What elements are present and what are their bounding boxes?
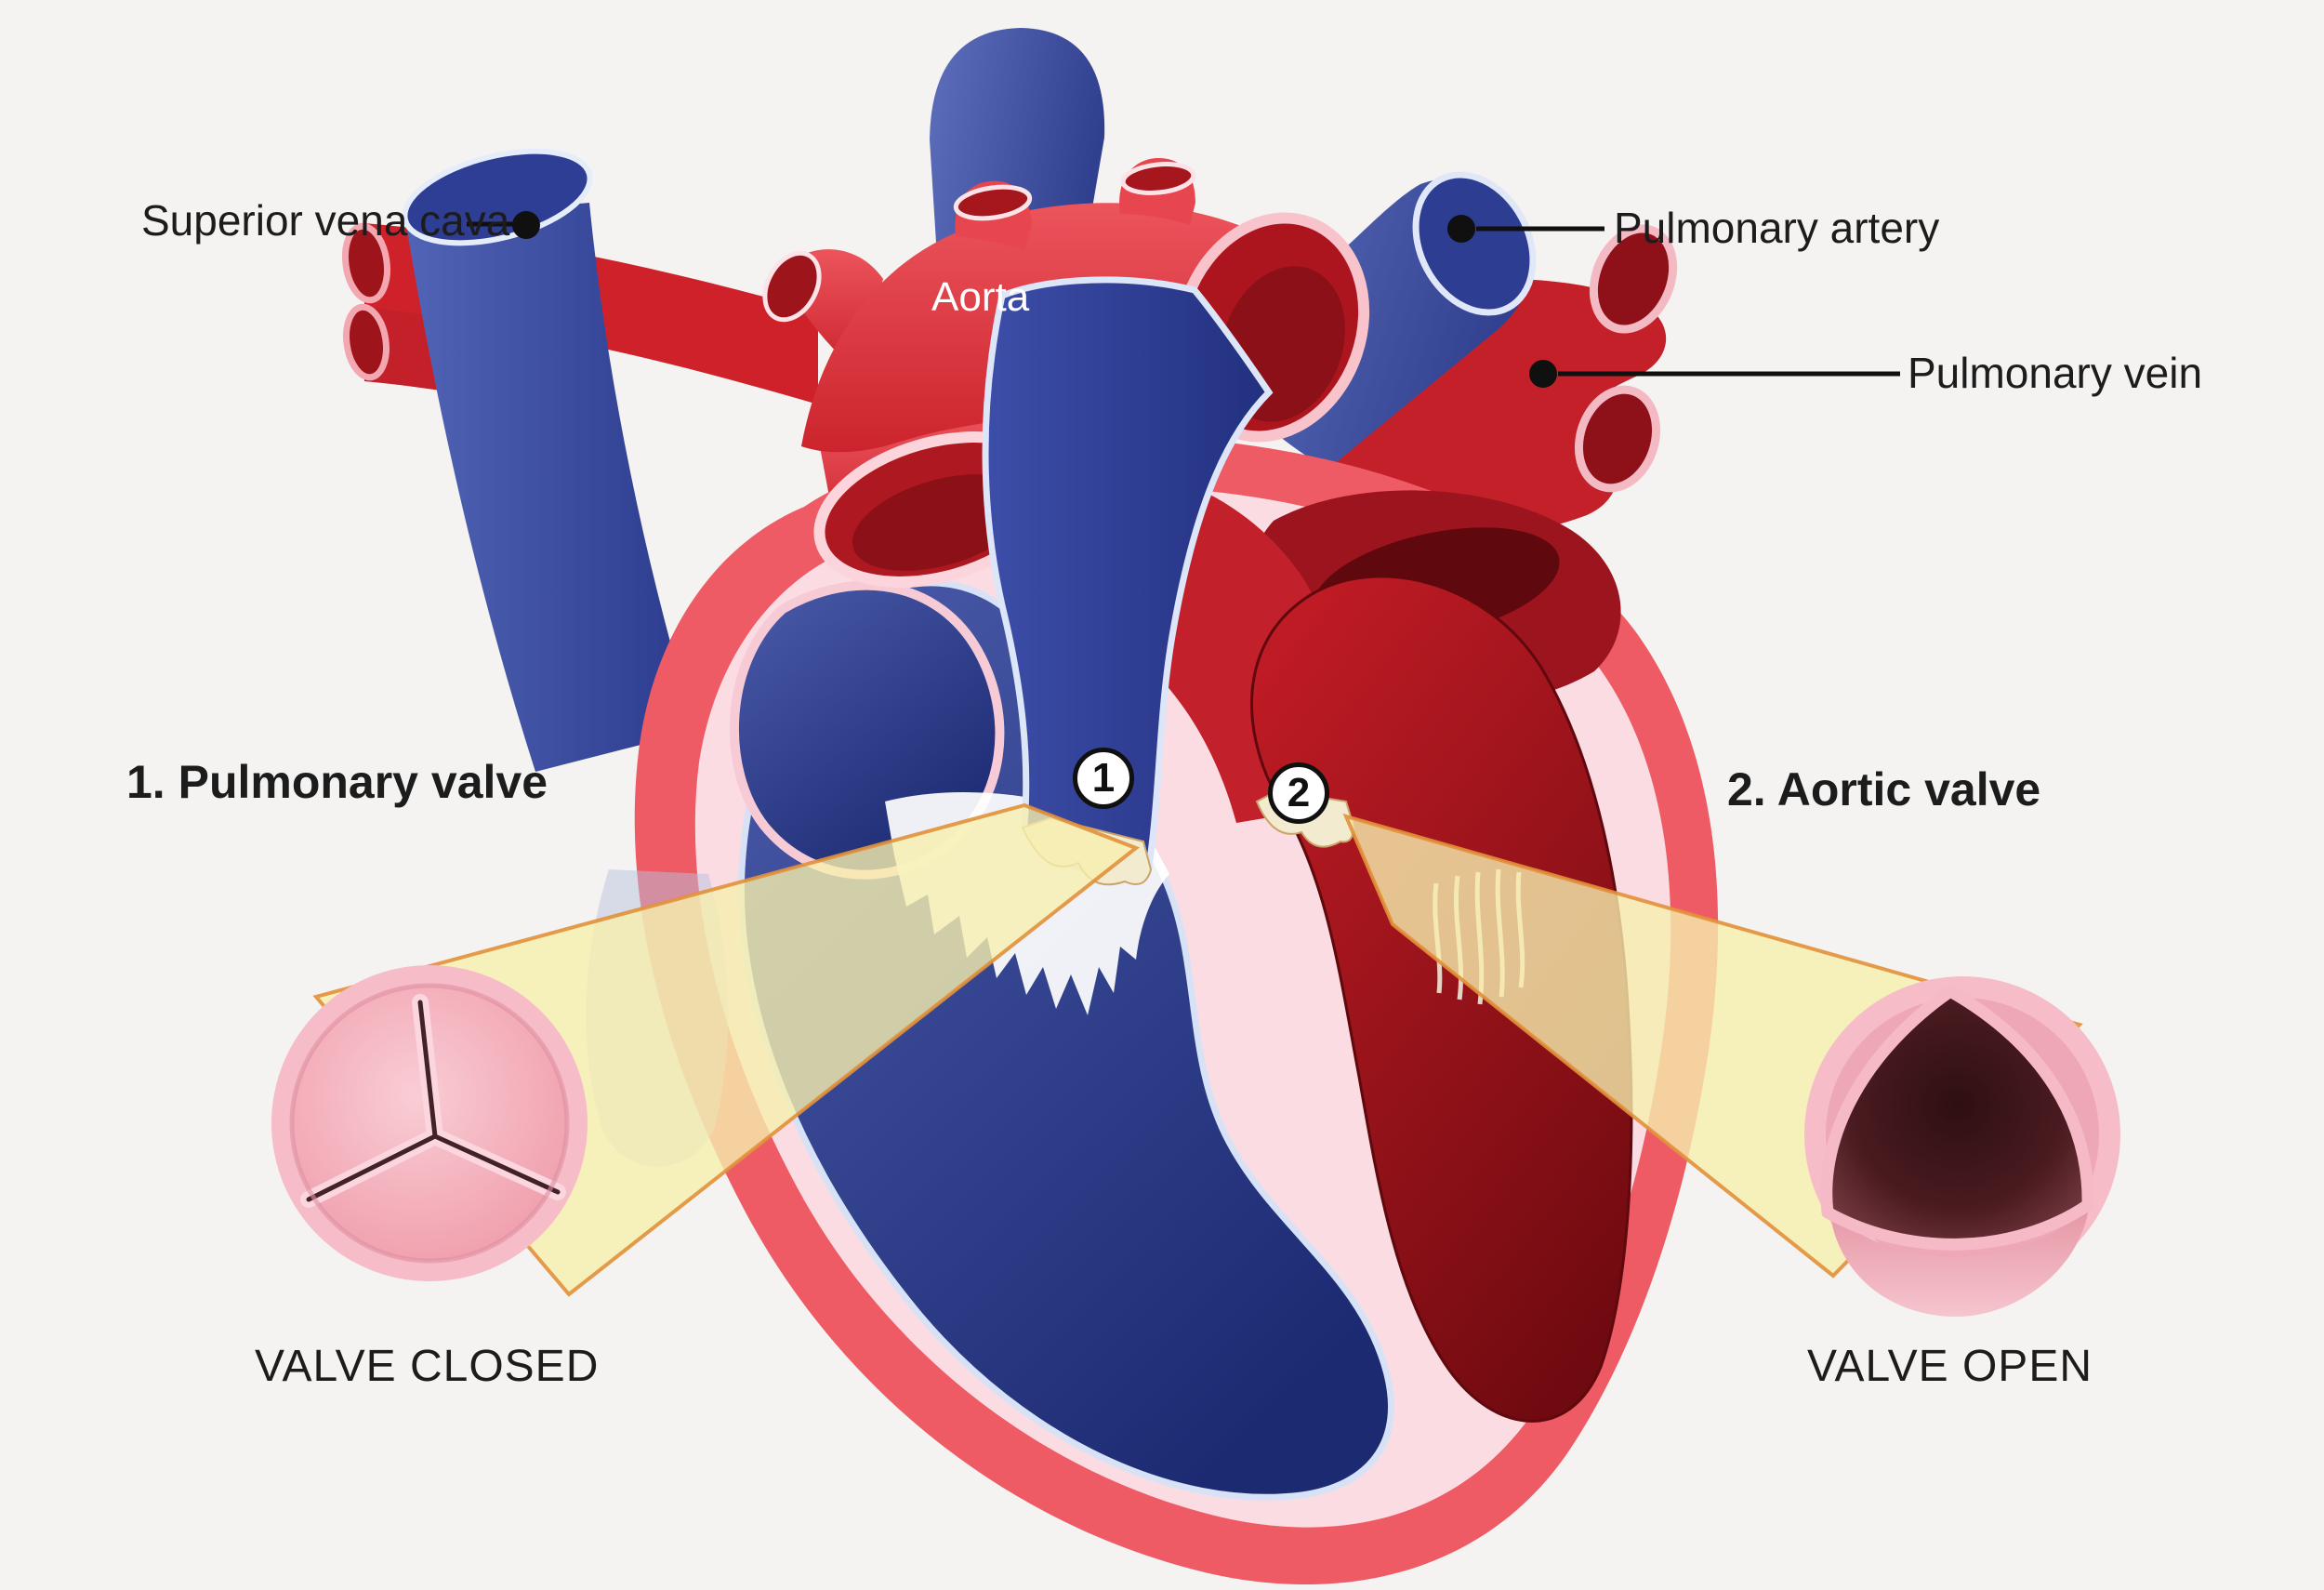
vessel-opening (343, 303, 390, 381)
label-pulmonary-valve-title: 1. Pulmonary valve (126, 756, 548, 808)
label-aorta: Aorta (931, 274, 1030, 320)
label-pulmonary-vein: Pulmonary vein (1908, 349, 2203, 397)
heart-body (586, 276, 1719, 1585)
callouts (467, 211, 1900, 388)
vessel-opening (342, 222, 390, 304)
caption-valve-open: VALVE OPEN (1807, 1342, 2093, 1391)
left-ventricle (1249, 575, 1633, 1423)
svc-callout-dot (512, 211, 540, 239)
valve-closed-inset (271, 965, 588, 1281)
pv-callout-dot (1529, 360, 1557, 388)
pulmonary-trunk (982, 276, 1274, 879)
label-aortic-valve-title: 2. Aortic valve (1727, 763, 2041, 815)
valve-marker-1: 1 (1073, 748, 1134, 809)
superior-vena-cava (402, 148, 695, 772)
caption-valve-closed: VALVE CLOSED (255, 1342, 600, 1391)
open-valve-bottom-leaflet (1829, 1201, 2090, 1318)
label-pulmonary-artery: Pulmonary artery (1614, 204, 1940, 252)
valve-marker-2: 2 (1268, 762, 1329, 824)
pa-callout-dot (1447, 215, 1475, 243)
valve-open-inset (1804, 976, 2120, 1318)
open-valve-orifice (1820, 985, 2094, 1251)
label-superior-vena-cava: Superior vena cava (141, 196, 510, 245)
